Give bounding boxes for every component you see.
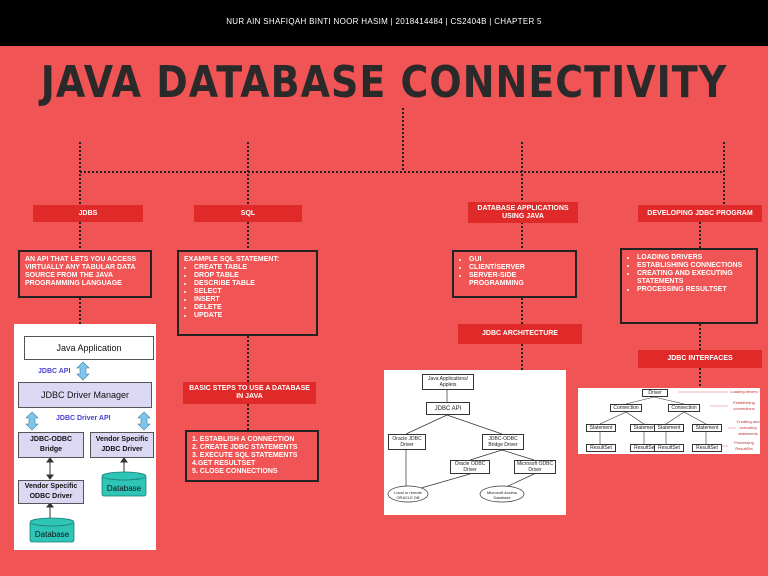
driver-api-label: JDBC Driver API (56, 415, 111, 422)
list-item: INSERT (194, 296, 311, 304)
db-applications-list: GUI CLIENT/SERVER SERVER-SIDE PROGRAMMIN… (459, 256, 570, 288)
list-item: DELETE (194, 304, 311, 312)
sql-intro: EXAMPLE SQL STATEMENT: (184, 256, 280, 263)
vendor-jdbc-box: Vendor Specific JDBC Driver (90, 432, 154, 458)
jdbc-interfaces-header: JDBC INTERFACES (638, 350, 762, 368)
java-application-box: Java Application (24, 336, 154, 360)
statement-node: Statement (692, 424, 722, 432)
architecture-api-box: JDBC API (426, 402, 470, 415)
list-item: 4.GET RESULTSET (192, 460, 256, 467)
list-item: SELECT (194, 288, 311, 296)
jdbc-api-label: JDBC API (38, 368, 71, 375)
connection-node: Connection (668, 404, 700, 412)
connection-node: Connection (610, 404, 642, 412)
driver-manager-box: JDBC Driver Manager (18, 382, 152, 408)
interface-note: Establishing connections (728, 400, 760, 412)
oracle-jdbc-box: Oracle JDBC Driver (388, 434, 426, 450)
top-bar: NUR AIN SHAFIQAH BINTI NOOR HASIM | 2018… (0, 0, 768, 46)
vendor-odbc-box: Vendor Specific ODBC Driver (18, 480, 84, 504)
interface-note: Creating and executing statements (736, 418, 760, 438)
list-item: DESCRIBE TABLE (194, 280, 311, 288)
oracle-db-label: Local or remote ORACLE DB (394, 489, 422, 500)
db-applications-box: GUI CLIENT/SERVER SERVER-SIDE PROGRAMMIN… (452, 250, 577, 298)
branch-header-db-applications: DATABASE APPLICATIONS USING JAVA (468, 202, 578, 223)
list-item: PROCESSING RESULTSET (637, 286, 751, 294)
bridge-box: JDBC-ODBC Bridge (18, 432, 84, 458)
jdbs-description: AN API THAT LETS YOU ACCESS VIRTUALLY AN… (25, 256, 137, 287)
interface-lines (599, 391, 736, 447)
interface-note: Loading drivers (728, 388, 760, 396)
list-item: CLIENT/SERVER (469, 264, 570, 272)
author-line: NUR AIN SHAFIQAH BINTI NOOR HASIM | 2018… (226, 17, 542, 26)
basic-steps-box: 1. ESTABLISH A CONNECTION 2. CREATE JDBC… (185, 430, 319, 482)
list-item: SERVER-SIDE PROGRAMMING (469, 272, 570, 288)
jdbc-stack-diagram: Java Application JDBC API JDBC Driver Ma… (14, 324, 156, 550)
database-label: Database (106, 484, 142, 493)
developing-jdbc-list: LOADING DRIVERS ESTABLISHING CONNECTIONS… (627, 254, 751, 294)
interface-note: Processing ResultSet (728, 440, 760, 452)
ms-odbc-box: Microsoft ODBC Driver (514, 460, 556, 474)
list-item: CREATING AND EXECUTING STATEMENTS (637, 270, 751, 286)
developing-jdbc-box: LOADING DRIVERS ESTABLISHING CONNECTIONS… (620, 248, 758, 324)
list-item: DROP TABLE (194, 272, 311, 280)
resultset-node: ResultSet (586, 444, 616, 452)
jdbc-stack-arrows (25, 361, 151, 543)
list-item: 1. ESTABLISH A CONNECTION (192, 436, 295, 443)
driver-node: Driver (642, 389, 668, 397)
jdbc-architecture-header: JDBC ARCHITECTURE (458, 324, 582, 344)
jdbc-interfaces-diagram: Driver Connection Connection Statement S… (578, 388, 760, 454)
branch-header-jdbs: JDBS (33, 205, 143, 222)
bridge-driver-box: JDBC-ODBC Bridge Driver (482, 434, 524, 450)
resultset-node: ResultSet (654, 444, 684, 452)
jdbc-architecture-diagram: Java Applications/ Applets JDBC API Orac… (384, 370, 566, 515)
list-item: LOADING DRIVERS (637, 254, 751, 262)
architecture-lines (387, 390, 535, 503)
list-item: 3. EXECUTE SQL STATEMENTS (192, 452, 298, 459)
statement-node: Statement (654, 424, 684, 432)
applets-box: Java Applications/ Applets (422, 374, 474, 390)
oracle-odbc-box: Oracle ODBC Driver (450, 460, 490, 474)
list-item: 5. CLOSE CONNECTIONS (192, 468, 278, 475)
list-item: 2. CREATE JDBC STATEMENTS (192, 444, 298, 451)
basic-steps-header: BASIC STEPS TO USE A DATABASE IN JAVA (183, 382, 316, 404)
jdbs-description-box: AN API THAT LETS YOU ACCESS VIRTUALLY AN… (18, 250, 152, 298)
list-item: ESTABLISHING CONNECTIONS (637, 262, 751, 270)
access-db-label: Microsoft Access Database (486, 489, 517, 500)
branch-header-sql: SQL (194, 205, 302, 222)
sql-statements-box: EXAMPLE SQL STATEMENT: CREATE TABLE DROP… (177, 250, 318, 336)
list-item: CREATE TABLE (194, 264, 311, 272)
list-item: UPDATE (194, 312, 311, 320)
page-title: JAVA DATABASE CONNECTIVITY (40, 56, 728, 108)
list-item: GUI (469, 256, 570, 264)
database-label: Database (34, 530, 70, 539)
statement-node: Statement (586, 424, 616, 432)
resultset-node: ResultSet (692, 444, 722, 452)
branch-header-developing-jdbc: DEVELOPING JDBC PROGRAM (638, 205, 762, 222)
sql-statement-list: CREATE TABLE DROP TABLE DESCRIBE TABLE S… (184, 264, 311, 320)
